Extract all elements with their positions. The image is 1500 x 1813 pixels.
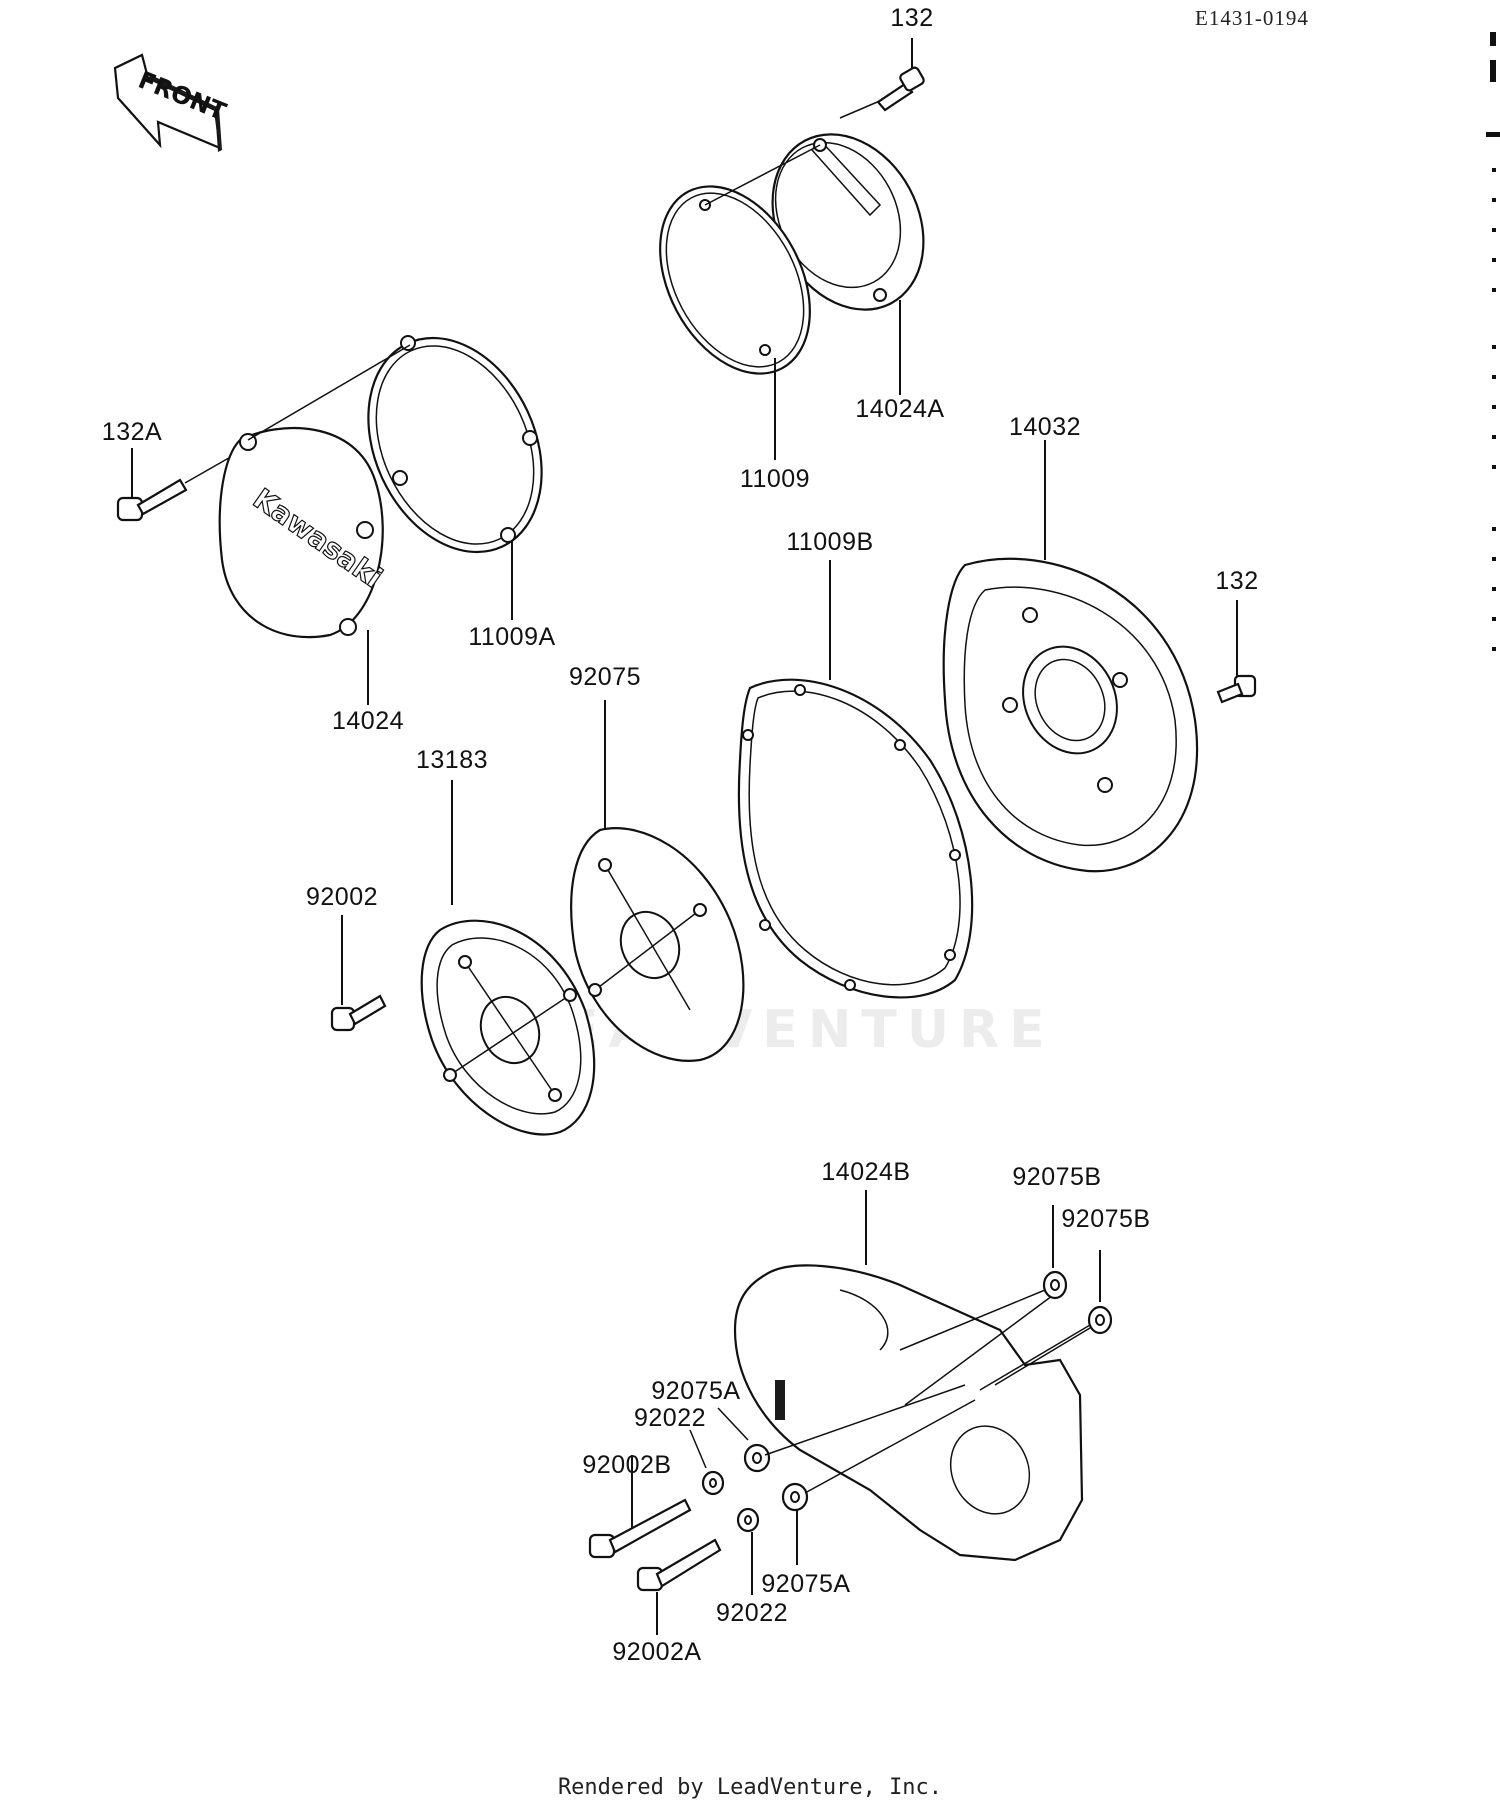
inner-cap-14024A	[771, 133, 925, 395]
callout-14032[interactable]: 14032	[1008, 413, 1082, 441]
washer-92075B-2	[1087, 1250, 1113, 1335]
leader-line	[979, 1324, 1091, 1391]
bolt-132-right	[1216, 600, 1257, 704]
leader-line	[764, 1384, 966, 1456]
front-arrow-icon: FRONT	[113, 53, 231, 152]
washer-92022-2	[736, 1507, 760, 1595]
footer-credit: Rendered by LeadVenture, Inc.	[557, 1775, 943, 1800]
callout-14024[interactable]: 14024	[331, 707, 405, 735]
callout-92075B-1[interactable]: 92075B	[1012, 1163, 1102, 1191]
bolt-92002B	[588, 1455, 692, 1559]
bolt-92002A	[636, 1538, 722, 1635]
gasket-11009A	[247, 335, 543, 620]
callout-92002A[interactable]: 92002A	[612, 1638, 702, 1666]
callout-11009B[interactable]: 11009B	[786, 528, 874, 556]
callout-92075A-2[interactable]: 92075A	[761, 1570, 851, 1598]
callout-11009A[interactable]: 11009A	[468, 623, 556, 651]
bolt-132-top	[839, 38, 925, 119]
guard-13183	[420, 780, 596, 1136]
bolt-132A	[116, 446, 249, 522]
outer-cover-14024: Kawasaki	[218, 426, 389, 705]
callout-132-top[interactable]: 132	[890, 4, 934, 32]
gasket-11009	[659, 144, 821, 460]
callout-92075B-2[interactable]: 92075B	[1061, 1205, 1151, 1233]
plate-92075	[570, 700, 745, 1062]
callout-11009[interactable]: 11009	[739, 465, 811, 493]
case-cover-14024B	[733, 1190, 1096, 1562]
callout-14024B[interactable]: 14024B	[821, 1158, 911, 1186]
bushing-92075A-1	[717, 1407, 771, 1473]
callout-92022-2[interactable]: 92022	[715, 1599, 789, 1627]
diagram-code: E1431-0194	[1195, 6, 1309, 30]
leader-line	[804, 1399, 976, 1494]
callout-14024A[interactable]: 14024A	[855, 395, 945, 423]
bolt-92002	[330, 915, 387, 1032]
callout-92022-1[interactable]: 92022	[633, 1404, 707, 1432]
leader-line	[899, 1289, 1046, 1351]
callout-92002B[interactable]: 92002B	[582, 1451, 672, 1479]
bushing-92075A-2	[781, 1482, 809, 1565]
page-edge-marks	[1486, 32, 1500, 651]
callout-13183[interactable]: 13183	[415, 746, 489, 774]
callout-132A[interactable]: 132A	[101, 418, 163, 446]
gasket-11009B	[737, 560, 974, 999]
washer-92075B-1	[1042, 1205, 1068, 1300]
clutch-cover-14032	[942, 440, 1199, 873]
callout-132-right[interactable]: 132	[1215, 567, 1259, 595]
washer-92022-1	[689, 1429, 725, 1496]
callout-92002[interactable]: 92002	[305, 883, 379, 911]
callout-92075A-1[interactable]: 92075A	[651, 1377, 741, 1405]
callout-92075[interactable]: 92075	[568, 663, 642, 691]
